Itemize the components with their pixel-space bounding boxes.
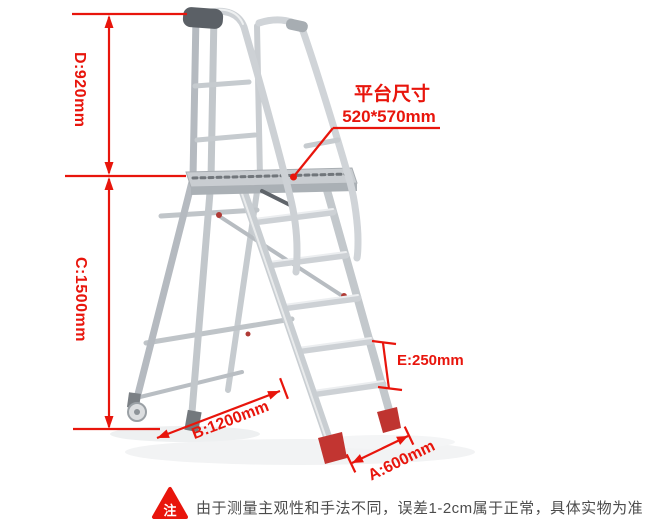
dimension-line-a [345, 426, 415, 473]
ladder-foot-near [318, 432, 347, 464]
dimension-line-d [104, 15, 114, 175]
handrails [182, 7, 362, 276]
note-badge: 注 [163, 503, 176, 518]
note-warning-icon: 注 [152, 487, 188, 519]
platform-size-value: 520*570mm [342, 107, 436, 126]
measurement-note: 由于测量主观性和手法不同，误差1-2cm属于正常，具体实物为准 [196, 500, 644, 517]
platform-leader-line [290, 126, 440, 181]
ground-shadow-right [315, 435, 455, 449]
platform [185, 167, 358, 208]
top-cap [182, 7, 224, 29]
dimension-label-d: D:920mm [71, 52, 88, 128]
ladder-foot-far [377, 407, 401, 433]
ladder-steps [250, 208, 387, 398]
platform-size-title: 平台尺寸 [353, 84, 430, 105]
dimension-annotations: 注 [65, 12, 440, 519]
dimension-line-c [104, 177, 114, 429]
dimension-line-b [156, 377, 289, 440]
dimension-label-e: E:250mm [397, 352, 464, 369]
dimension-label-c: C:1500mm [72, 257, 89, 342]
dimension-line-e [371, 339, 403, 392]
ladder-photo [110, 7, 475, 465]
